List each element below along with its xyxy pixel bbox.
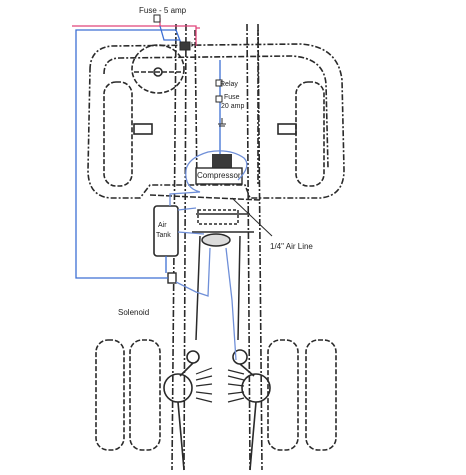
left-spring-lines [195,367,213,403]
compressor [195,154,243,185]
solenoid-label: Solenoid [118,308,150,317]
frame-rails [171,23,263,471]
right-hub [241,373,271,403]
right-spring-lines [227,369,245,403]
frame-rail-right-inner [246,23,251,471]
fuse-5a-label: Fuse - 5 amp [139,6,187,15]
tank-to-axle-line [177,207,205,235]
steering-wheel [131,44,185,94]
solenoid-to-bag-line [175,247,211,297]
compressor-label: Compressor [197,171,241,180]
front-right-hub [277,123,297,135]
rear-right-inner-tire [267,339,299,451]
left-hub [163,373,193,403]
signal-wire-loop [75,29,183,279]
left-link [179,362,194,377]
left-pivot [186,350,200,364]
wiring [72,18,221,279]
ground-symbol [218,118,226,127]
bag-return-line [225,247,237,361]
air-tank-label-line2: Tank [156,232,171,239]
shock-right [237,235,241,341]
right-hub-shaft [249,401,257,471]
front-right-tire [295,81,325,187]
switch-box [179,41,191,51]
switch-label: H [191,42,197,49]
rear-tires [95,339,337,451]
component-markers [153,14,226,127]
compressor-air-loop [169,150,248,206]
body-outline [87,43,345,199]
solenoid [167,272,177,284]
fuse-5a-box [153,14,161,23]
rear-left-inner-tire [129,339,161,451]
frame-rail-left-inner [183,23,187,471]
relay-box [215,79,223,87]
front-left-hub [133,123,153,135]
right-link [239,363,255,377]
axle-crossmember [149,194,261,201]
relay-label: Relay [220,81,238,88]
rear-right-outer-tire [305,339,337,451]
fuse-label: Fuse [224,94,240,101]
frame-rail-right-outer [257,23,263,471]
rear-left-outer-tire [95,339,125,451]
fuse-20a-box [215,95,223,103]
body-inner-line [103,55,329,169]
steering-wheel-rim [131,44,185,94]
air-tank-label-line1: Air [158,222,167,229]
rear-axle-assembly [149,194,261,341]
air-line-leader [231,197,273,237]
steering-wheel-hub [153,67,163,77]
power-wire-main [72,25,197,46]
fuse-20a-label: 20 amp [221,103,245,110]
rear-hubs [163,349,271,471]
hood-line-left [194,29,198,187]
air-bag-housing [197,209,239,225]
fuse-to-switch-wire [159,25,180,41]
front-left-tire [103,81,133,187]
compressor-body [212,154,232,170]
air-lines [169,150,248,361]
left-hub-shaft [177,401,185,471]
air-bag [201,233,231,247]
front-tires [103,81,325,187]
shock-left [195,235,201,341]
air-line-label: 1/4" Air Line [270,242,313,251]
